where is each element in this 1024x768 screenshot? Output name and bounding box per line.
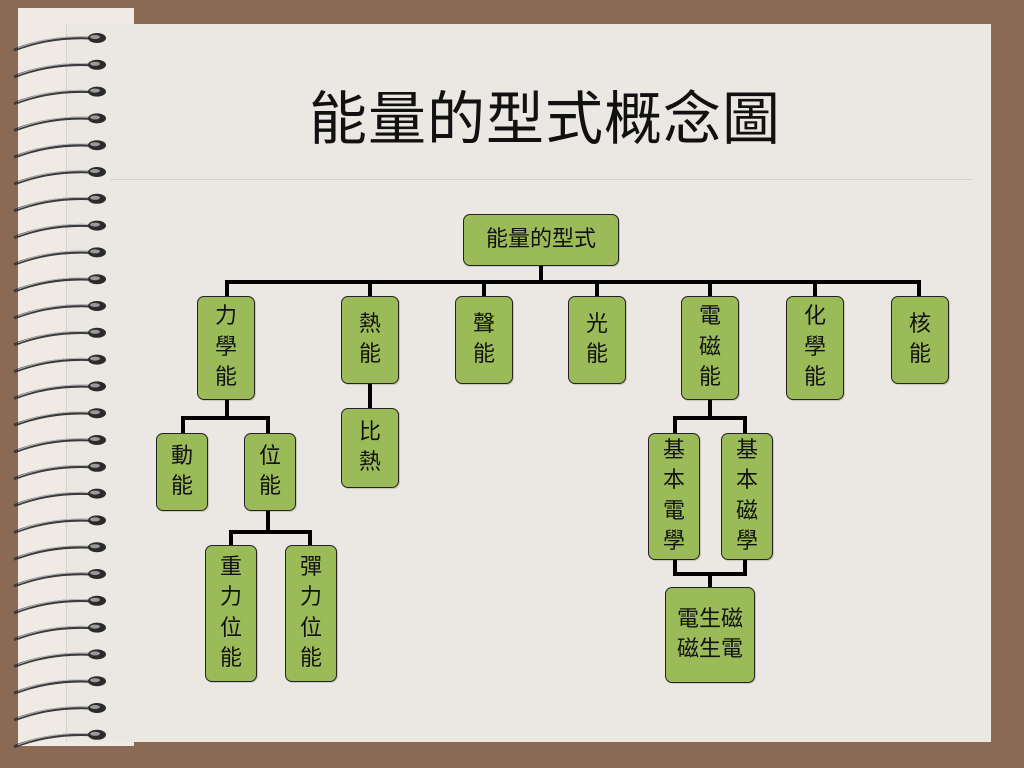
spiral-ring: [13, 274, 106, 293]
spiral-ring: [13, 595, 106, 615]
spiral-ring: [13, 301, 106, 320]
node-root: 能量的型式: [463, 214, 619, 266]
spiral-ring: [13, 381, 106, 400]
spiral-ring: [13, 327, 106, 347]
spiral-ring: [13, 622, 106, 641]
node-light-energy: 光 能: [568, 296, 626, 384]
spiral-ring: [13, 86, 106, 105]
node-basic-electricity: 基 本 電 學: [648, 433, 700, 560]
node-thermal-energy: 熱 能: [341, 296, 399, 384]
spiral-ring: [13, 113, 106, 132]
node-potential-energy: 位 能: [244, 433, 296, 511]
spiral-ring: [13, 247, 106, 266]
node-specific-heat: 比 熱: [341, 408, 399, 488]
spiral-ring: [13, 461, 106, 481]
page-title: 能量的型式概念圖: [308, 85, 781, 153]
spiral-ring: [13, 408, 106, 427]
spiral-ring: [13, 515, 106, 534]
node-gravitational-potential: 重 力 位 能: [205, 545, 257, 682]
spiral-ring: [13, 649, 106, 668]
spiral-ring: [13, 33, 106, 52]
node-basic-magnetism: 基 本 磁 學: [721, 433, 773, 560]
spiral-ring: [13, 140, 106, 159]
spiral-binding: [13, 33, 106, 749]
spiral-ring: [13, 59, 106, 79]
spiral-ring: [13, 167, 106, 186]
node-electromagnetism-relation: 電生磁 磁生電: [665, 587, 755, 683]
node-nuclear-energy: 核 能: [891, 296, 949, 384]
node-sound-energy: 聲 能: [455, 296, 513, 384]
spiral-ring: [13, 569, 106, 588]
spiral-ring: [13, 193, 106, 213]
spiral-ring: [13, 354, 106, 373]
node-electromagnetic-energy: 電 磁 能: [681, 296, 739, 400]
spiral-ring: [13, 729, 106, 749]
title-divider: [110, 179, 972, 180]
node-elastic-potential: 彈 力 位 能: [285, 545, 337, 682]
spiral-ring: [13, 542, 106, 561]
spiral-ring: [13, 220, 106, 239]
spiral-ring: [13, 676, 106, 695]
node-mechanical-energy: 力 學 能: [197, 296, 255, 400]
node-kinetic-energy: 動 能: [156, 433, 208, 511]
spiral-ring: [13, 703, 106, 722]
spiral-ring: [13, 435, 106, 454]
spiral-ring: [13, 488, 106, 507]
node-chemical-energy: 化 學 能: [786, 296, 844, 400]
